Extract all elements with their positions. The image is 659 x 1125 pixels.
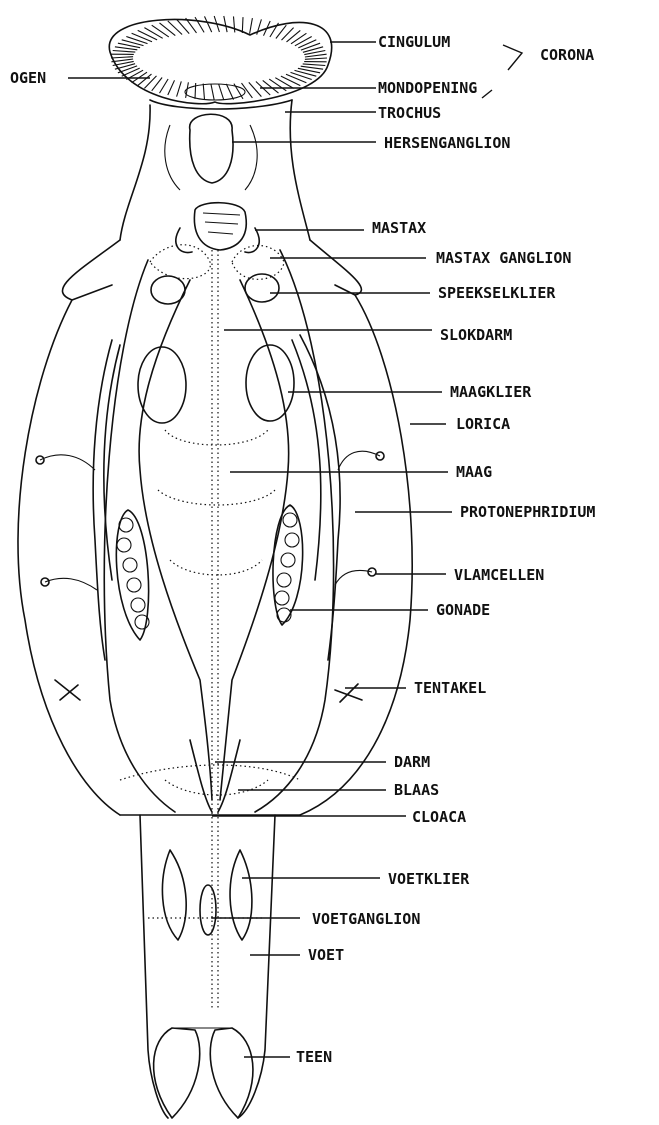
label-ogen: OGEN [10,69,46,87]
label-slokdarm: SLOKDARM [440,326,512,344]
corona-drawing [109,16,331,109]
label-teen: TEEN [296,1048,332,1066]
label-mastax-ganglion: MASTAX GANGLION [436,249,571,267]
label-cloaca: CLOACA [412,808,466,826]
label-voetklier: VOETKLIER [388,870,470,888]
label-cingulum: CINGULUM [378,33,450,51]
label-corona: CORONA [540,46,594,64]
label-darm: DARM [394,753,430,771]
label-protonephridium: PROTONEPHRIDIUM [460,503,595,521]
label-blaas: BLAAS [394,781,439,799]
label-voet: VOET [308,946,344,964]
head-organs [150,114,284,304]
leader-lines [68,42,522,1057]
label-hersenganglion: HERSENGANGLION [384,134,510,152]
label-gonade: GONADE [436,601,490,619]
label-mondopening: MONDOPENING [378,79,477,97]
label-lorica: LORICA [456,415,510,433]
gut-organs [138,250,294,1010]
foot [140,815,275,1118]
label-maag: MAAG [456,463,492,481]
tentakels [55,680,362,702]
label-mastax: MASTAX [372,219,426,237]
label-voetganglion: VOETGANGLION [312,910,420,928]
label-tentakel: TENTAKEL [414,679,486,697]
label-vlamcellen: VLAMCELLEN [454,566,544,584]
label-maagklier: MAAGKLIER [450,383,532,401]
gonades [116,505,302,640]
label-trochus: TROCHUS [378,104,441,122]
label-speekselklier: SPEEKSELKLIER [438,284,556,302]
